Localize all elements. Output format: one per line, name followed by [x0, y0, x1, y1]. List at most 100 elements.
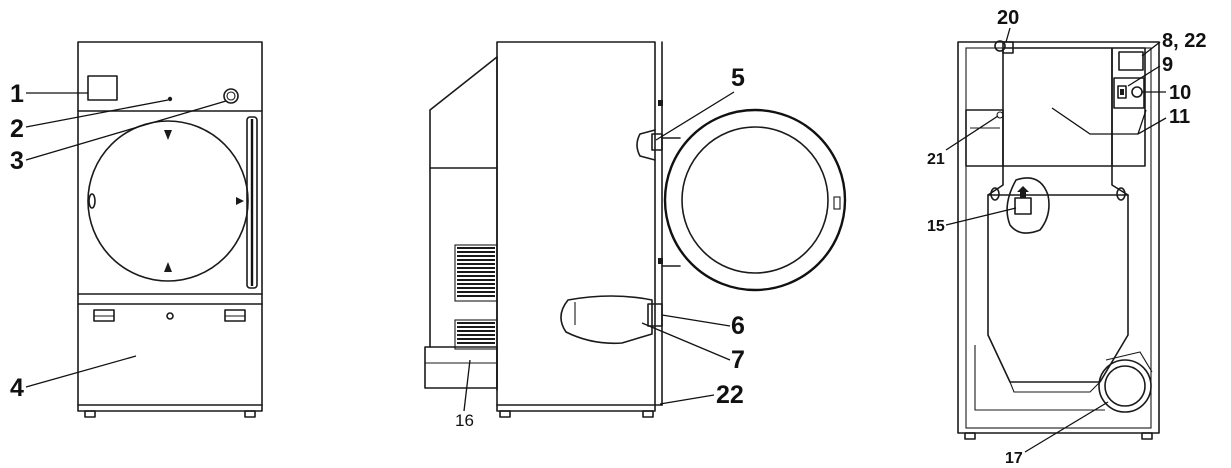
rear-power-switch	[1117, 85, 1127, 99]
leader-11-branch	[1137, 109, 1147, 135]
callout-17: 17	[1005, 450, 1023, 467]
leader-6	[661, 314, 731, 327]
front-display-panel	[87, 75, 118, 101]
callout-10: 10	[1169, 82, 1191, 104]
rear-foot-left	[964, 432, 976, 440]
front-indicator-dot	[167, 96, 173, 102]
side-callouts: 5 6 7 16 22	[455, 64, 745, 430]
rear-cable-entry	[1131, 86, 1143, 98]
rear-mount-right	[1116, 187, 1126, 201]
callout-8-22: 8, 22	[1162, 30, 1206, 52]
front-foot-right	[244, 410, 256, 418]
leader-8-22	[1141, 41, 1161, 57]
leader-22-side	[659, 394, 715, 405]
leader-5	[655, 91, 735, 141]
leader-4	[25, 355, 137, 388]
front-cabinet-outline	[77, 41, 263, 412]
side-door-latch	[833, 196, 841, 210]
side-foot-left	[499, 410, 511, 418]
front-foot-left	[84, 410, 96, 418]
leader-17	[1024, 401, 1109, 453]
side-exhaust-box	[424, 346, 498, 389]
side-open-door-outer	[663, 108, 847, 292]
callout-2: 2	[10, 115, 24, 143]
front-door-latch-left	[88, 193, 96, 209]
front-door-notch-bottom	[164, 262, 172, 272]
leader-15	[945, 207, 1017, 226]
callout-6: 6	[731, 312, 745, 340]
callout-4: 4	[10, 374, 24, 402]
rear-mount-left	[990, 187, 1000, 201]
rear-exhaust-flange	[1105, 351, 1153, 373]
rear-exhaust-outlet-inner	[1104, 365, 1146, 407]
callout-21: 21	[927, 151, 945, 168]
side-top-hinge-tab	[658, 100, 663, 106]
front-door-hinge-bar	[246, 116, 258, 289]
leader-20	[1005, 27, 1011, 43]
front-callouts: 1 2 3 4	[10, 80, 227, 402]
rear-exhaust-outlet-outer	[1098, 359, 1152, 413]
rear-view	[957, 40, 1160, 440]
rear-drum-base-skirt	[1009, 381, 1101, 393]
side-vent-upper-frame	[454, 244, 498, 302]
leader-7	[641, 322, 731, 361]
callout-5: 5	[731, 64, 745, 92]
front-door-notch-top	[164, 130, 172, 140]
side-open-door-inner	[681, 126, 829, 274]
callout-3: 3	[10, 147, 24, 175]
rear-main-panel	[1002, 47, 1113, 167]
callout-11: 11	[1169, 106, 1190, 128]
rear-drum-housing	[987, 165, 1129, 383]
side-foot-right	[642, 410, 654, 418]
side-door-hinge-block	[651, 133, 663, 151]
front-door-notch-right	[236, 197, 244, 205]
side-vent-lower-slats	[457, 322, 495, 344]
front-door-porthole	[87, 120, 249, 282]
side-vent-grille-upper	[454, 244, 498, 302]
callout-16: 16	[455, 411, 474, 430]
rear-foot-right	[1141, 432, 1153, 440]
front-view	[77, 41, 263, 418]
side-view	[424, 41, 847, 418]
leader-3	[25, 100, 227, 161]
rear-thermostat	[1014, 197, 1032, 215]
side-sloped-top	[429, 56, 498, 348]
leader-9	[1127, 65, 1161, 87]
rear-duct-outline	[974, 345, 1105, 411]
rear-thermostat-arrow	[1017, 186, 1029, 192]
front-start-button-outer	[223, 88, 239, 104]
leader-11	[1051, 107, 1167, 135]
callout-20: 20	[997, 7, 1019, 29]
leader-21	[945, 115, 999, 151]
rear-top-connector-left	[994, 40, 1006, 52]
side-vent-lower-frame	[454, 319, 498, 350]
rear-cabinet-outline	[957, 41, 1160, 434]
leader-16	[463, 359, 471, 412]
rear-switch-box	[1113, 77, 1145, 109]
callout-15: 15	[927, 218, 945, 235]
side-bottom-hinge-tab	[658, 258, 663, 264]
rear-power-switch-toggle	[1120, 89, 1124, 95]
callout-9: 9	[1162, 54, 1173, 76]
callout-7: 7	[731, 346, 745, 374]
rear-cutaway-view	[1006, 177, 1050, 234]
callout-22-side: 22	[716, 381, 744, 409]
rear-rating-plate	[1118, 51, 1144, 71]
front-lock-hole	[166, 312, 174, 320]
side-door-hinge-bracket	[636, 129, 656, 161]
rear-callouts: 20 8, 22 9 10 11 21 15 17	[927, 7, 1206, 467]
side-cabinet-outline	[496, 41, 656, 412]
side-vent-grille-lower	[454, 319, 498, 350]
front-start-button-inner	[226, 91, 236, 101]
rear-right-electrical-panel	[1111, 47, 1146, 167]
rear-inner-frame	[965, 47, 1152, 429]
side-vent-upper-slats	[457, 247, 495, 297]
rear-top-connector-block	[1002, 41, 1014, 54]
leader-2	[25, 99, 169, 128]
callout-1: 1	[10, 80, 24, 108]
rear-filter-screw	[996, 111, 1004, 119]
side-lint-drawer	[560, 295, 653, 345]
rear-left-small-panel	[965, 109, 1004, 167]
